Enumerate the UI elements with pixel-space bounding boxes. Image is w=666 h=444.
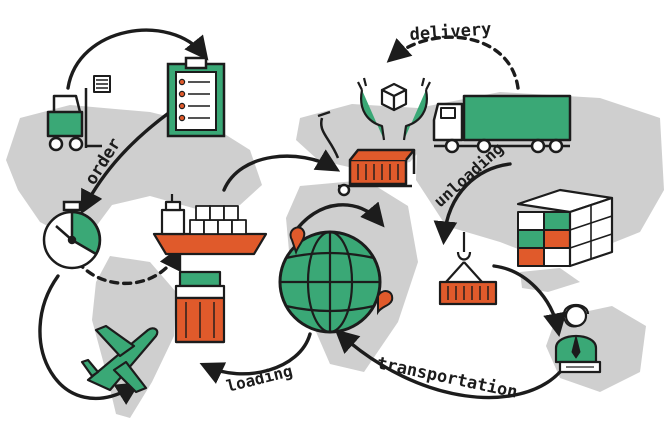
arrow-clipboard-to-stopwatch <box>80 110 172 215</box>
truck-icon <box>432 94 572 154</box>
stopwatch-icon <box>42 200 102 270</box>
arrow-stack-to-crane <box>433 162 512 246</box>
forklift-icon <box>46 75 111 152</box>
hands-box-icon <box>357 77 431 141</box>
airplane-icon <box>80 324 159 394</box>
globe-icon <box>278 226 394 334</box>
arrow-truck-to-hands <box>386 35 520 90</box>
arrow-globe-orbit <box>290 201 385 238</box>
railcar-icon <box>174 270 226 344</box>
clipboard-checklist-icon <box>166 56 226 138</box>
flow-arrows <box>38 28 567 405</box>
arrow-operator-to-globe <box>334 329 562 400</box>
arrow-stopwatch-to-airplane <box>38 274 141 405</box>
operator-headset-icon <box>554 303 602 374</box>
label-loading: loading <box>224 361 294 396</box>
label-delivery: delivery <box>409 19 492 45</box>
label-transportation: transportation <box>375 353 519 402</box>
hand-pallet-truck-icon <box>317 110 416 197</box>
arrow-globe-to-railcar <box>199 332 312 384</box>
arrow-crane-to-operator <box>492 264 567 338</box>
arrow-ship-to-pallet <box>222 149 341 192</box>
cargo-ship-icon <box>152 194 268 256</box>
crane-hook-container-icon <box>438 232 498 306</box>
arrow-forklift-to-clipboard <box>66 28 209 90</box>
arrow-stopwatch-to-ship <box>76 245 182 285</box>
container-stack-icon <box>516 188 614 268</box>
